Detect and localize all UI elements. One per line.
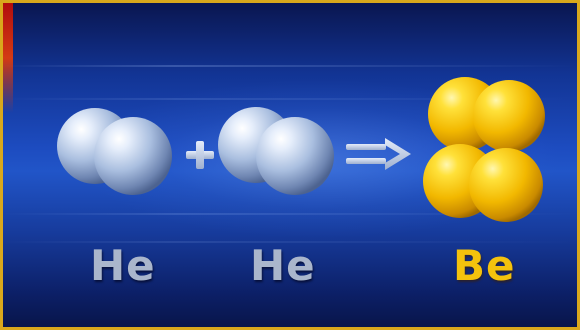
plus-icon [186, 141, 214, 169]
light-streak [3, 213, 577, 215]
reactant-2-label: He [250, 241, 316, 290]
arrow-icon [346, 138, 411, 170]
reactant-1-label: He [90, 241, 156, 290]
helium-atom-2 [218, 107, 334, 195]
reaction-diagram [57, 77, 545, 222]
red-edge-accent [3, 3, 13, 113]
light-streak [3, 98, 577, 100]
light-streak [3, 65, 577, 67]
helium-atom-1 [57, 108, 172, 195]
beryllium-atom [423, 77, 545, 222]
product-label: Be [453, 241, 516, 290]
light-streak [3, 241, 577, 243]
